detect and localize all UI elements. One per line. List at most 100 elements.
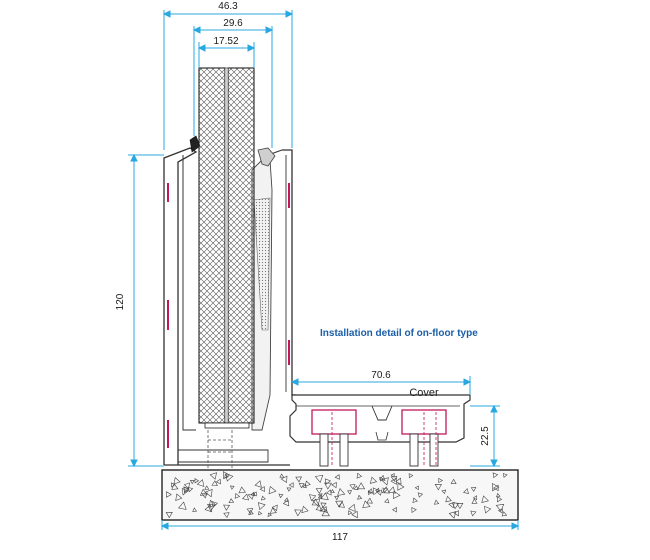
concrete-floor [161,469,519,521]
aggregate-triangle [390,477,397,485]
aggregate-triangle [183,482,191,489]
aggregate-triangle [492,472,499,479]
aggregate-triangle [260,495,266,501]
aggregate-triangle [438,477,444,484]
aggregate-triangle [298,483,305,489]
aggregate-triangle [317,494,323,499]
aggregate-triangle [448,501,455,509]
aggregate-triangle [315,487,323,494]
aggregate-triangle [288,482,294,488]
aggregate-triangle [192,507,198,512]
aggregate-triangle [279,473,285,478]
aggregate-triangle [357,494,363,500]
aggregate-triangle [502,473,508,478]
aggregate-triangle [238,486,246,494]
aggregate-triangle [208,499,217,508]
aggregate-triangle [196,479,205,487]
aggregate-triangle [229,485,235,490]
aggregate-triangle [311,498,321,507]
aggregate-triangle [242,493,250,501]
aggregate-triangle [181,488,189,496]
aggregate-triangle [481,495,489,504]
aggregate-triangle [367,488,374,494]
u-channel-profile [163,135,296,466]
aggregate-triangle [492,484,499,492]
aggregate-triangle [495,503,505,512]
aggregate-triangle [321,508,330,517]
dim-label-total-top-width: 46.3 [218,1,238,12]
aggregate-triangle [433,499,440,505]
aggregate-triangle [397,482,405,491]
aggregate-triangle [451,502,460,510]
aggregate-triangle [228,498,235,504]
aggregate-triangle [178,501,187,510]
aggregate-triangle [222,471,231,480]
aggregate-triangle [501,511,508,517]
aggregate-triangle [250,491,256,497]
dim-label-glass-slot-width: 29.6 [223,18,243,29]
dim-label-total-bottom-width: 117 [332,532,348,543]
dim-label-glass-width: 17.52 [213,36,238,47]
aggregate-triangle [204,504,213,513]
aggregate-triangle [384,498,390,504]
aggregate-triangle [311,498,320,506]
aggregate-triangle [308,494,317,502]
aggregate-triangle [456,502,464,510]
aggregate-triangle [209,472,218,480]
aggregate-triangle [408,473,414,479]
aggregate-triangle [304,480,311,487]
aggregate-triangle [278,493,284,499]
aggregate-triangle [369,476,378,484]
aggregate-triangle [173,477,181,485]
aggregate-triangle [484,505,492,514]
aggregate-triangle [472,495,478,501]
aggregate-triangle [471,498,478,504]
aggregate-triangle [324,482,332,490]
aggregate-triangle [412,497,418,504]
aggregate-triangle [175,493,183,501]
dimension-lines [128,10,520,530]
aggregate-triangle [165,511,173,519]
aggregate-triangle [448,511,457,519]
aggregate-triangle [183,486,189,493]
aggregate-triangle [356,472,363,479]
aggregate-triangle [271,504,278,512]
aggregate-triangle [337,488,346,496]
aggregate-triangle [325,489,332,496]
aggregate-triangle [294,509,302,517]
aggregate-triangle [166,491,172,498]
aggregate-triangle [223,512,230,519]
aggregate-triangle [392,506,397,513]
aggregate-triangle [286,487,292,492]
aggregate-triangle [411,507,417,514]
aggregate-triangle [320,502,327,508]
aggregate-triangle [463,488,469,495]
aggregate-triangle [267,512,272,517]
aggregate-triangle [353,485,359,491]
aggregate-triangle [314,474,324,483]
aggregate-triangle [247,493,255,500]
aggregate-triangle [337,501,345,508]
aggregate-triangle [334,495,340,501]
aggregate-triangle [445,495,452,503]
concrete-aggregate [165,471,508,519]
aggregate-triangle [434,483,443,491]
laminated-glass-panel [198,67,255,429]
aggregate-triangle [320,492,329,501]
aggregate-triangle [395,477,402,485]
gasket-strips [167,183,290,448]
aggregate-triangle [234,492,241,499]
aggregate-triangle [248,509,254,515]
diagram-caption: Installation detail of on-floor type [320,328,478,339]
aggregate-triangle [381,486,390,494]
aggregate-triangle [280,475,288,484]
dim-label-cover-width: 70.6 [371,370,391,381]
aggregate-triangle [330,489,335,494]
aggregate-triangle [497,496,503,503]
aggregate-triangle [201,492,208,499]
aggregate-triangle [388,486,396,494]
aggregate-triangle [215,478,221,485]
aggregate-triangle [390,473,395,478]
aggregate-triangle [334,474,340,480]
